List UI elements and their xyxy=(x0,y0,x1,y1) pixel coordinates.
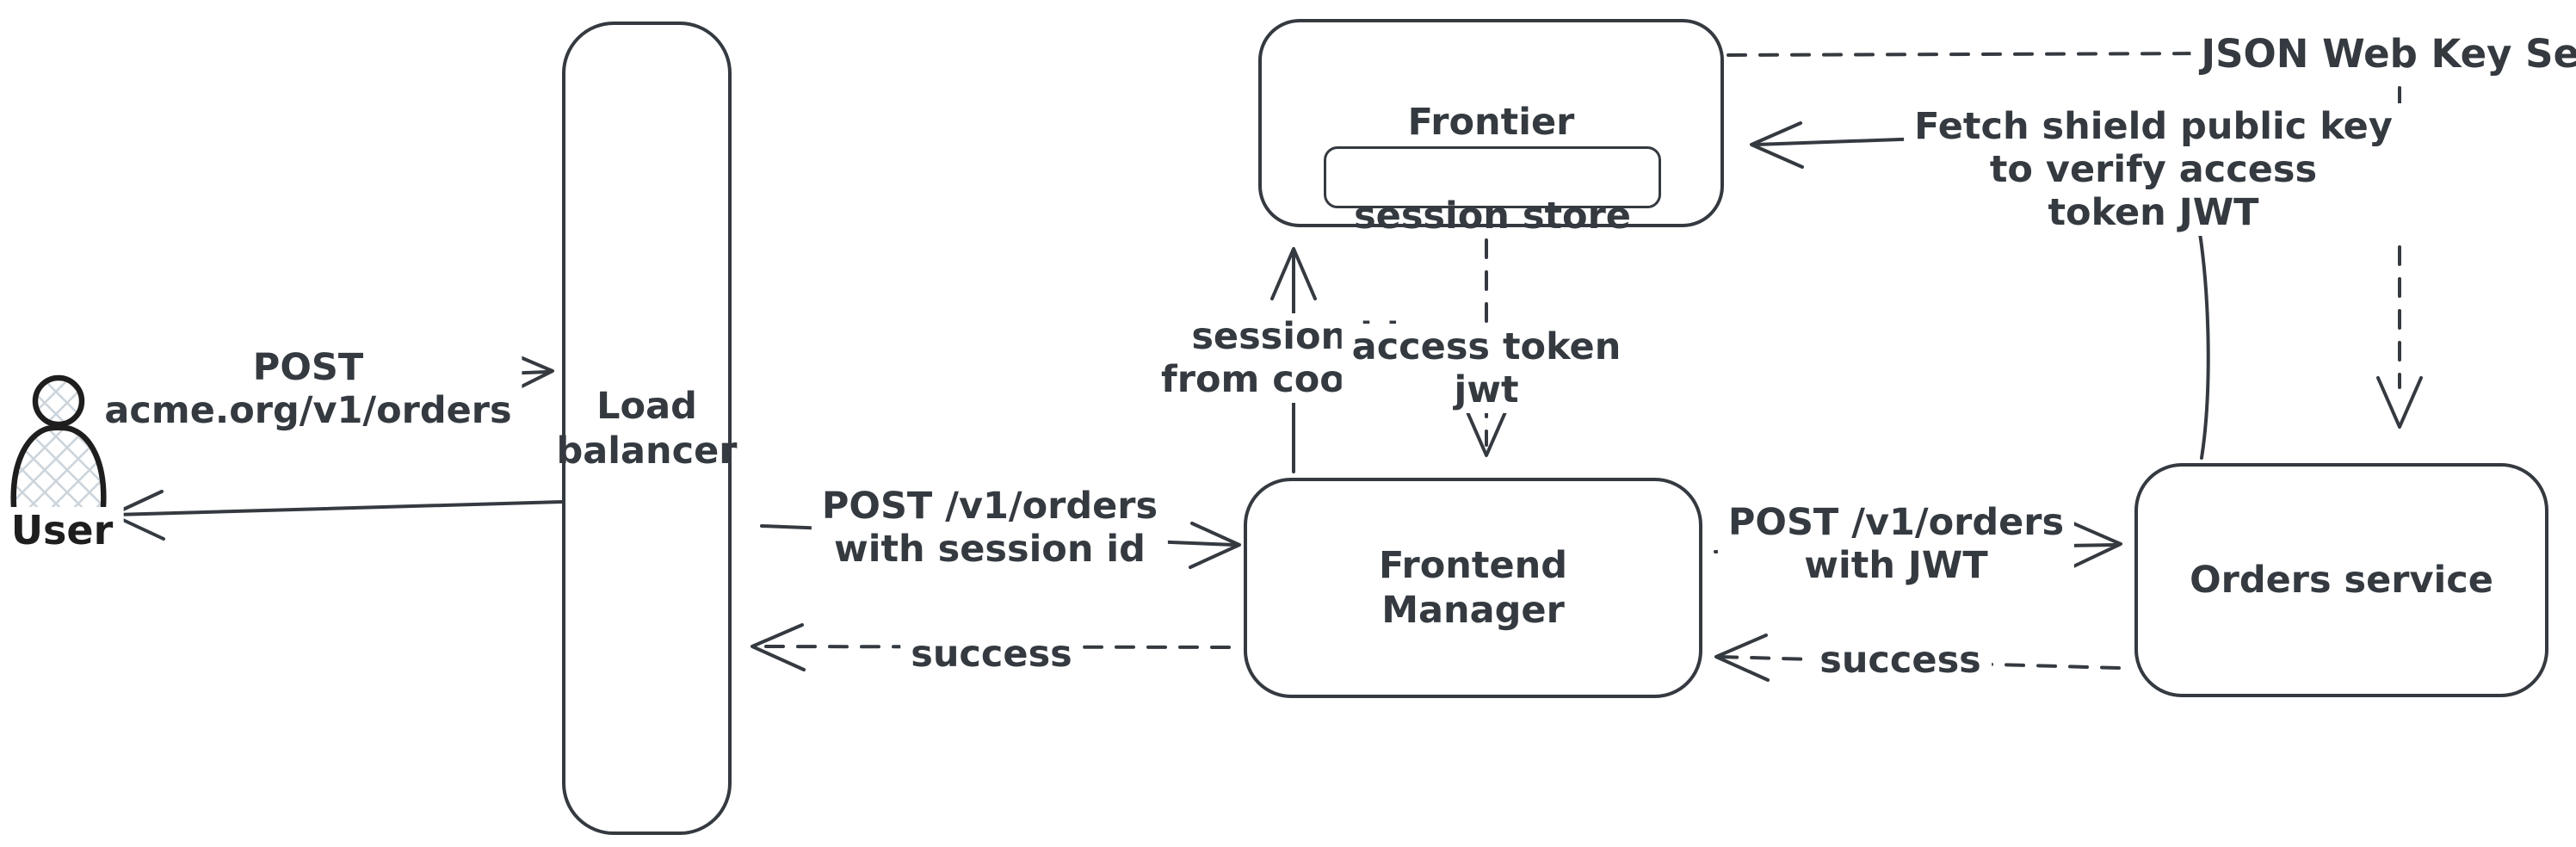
session-store-node: session store xyxy=(1324,146,1661,238)
line-frontier-to-jwks xyxy=(1727,52,2231,57)
label-json-web-key-set: JSON Web Key Set xyxy=(2190,31,2576,77)
frontier-node: Frontier session store xyxy=(1258,19,1724,238)
label-post-orders-jwt: POST /v1/orders with JWT xyxy=(1717,499,2075,589)
label-post-acme-orders-line2: acme.org/v1/orders xyxy=(104,389,512,432)
label-post-orders-session-id-line2: with session id xyxy=(834,528,1146,571)
label-access-token-jwt-line1: access token xyxy=(1351,325,1622,368)
line-orders-service-to-fetch-key xyxy=(2198,232,2210,460)
load-balancer-node: Load balancer xyxy=(556,22,738,835)
frontend-manager-label-line2: Manager xyxy=(1381,589,1565,632)
load-balancer-label-line1: Load xyxy=(596,384,697,428)
arrow-load-balancer-to-user xyxy=(110,490,564,541)
label-success-left: success xyxy=(900,631,1083,677)
label-post-orders-session-id: POST /v1/orders with session id xyxy=(811,483,1169,572)
load-balancer-label-line2: balancer xyxy=(556,429,738,473)
label-post-orders-jwt-line2: with JWT xyxy=(1804,544,1988,587)
label-access-token-jwt-line2: jwt xyxy=(1454,368,1519,411)
label-success-right: success xyxy=(1809,637,1992,683)
frontier-label: Frontier xyxy=(1407,101,1575,144)
label-post-acme-orders-line1: POST xyxy=(252,346,364,389)
label-fetch-shield-line3: token JWT xyxy=(2048,191,2259,234)
frontend-manager-label-line1: Frontend xyxy=(1378,544,1568,587)
label-fetch-shield-line2: to verify access xyxy=(1989,148,2318,191)
orders-service-node: Orders service xyxy=(2134,463,2548,697)
label-access-token-jwt: access token jwt xyxy=(1341,324,1632,413)
user-label: User xyxy=(0,507,124,553)
orders-service-label: Orders service xyxy=(2190,559,2493,602)
user-icon xyxy=(10,374,107,517)
frontend-manager-node: Frontend Manager xyxy=(1244,478,1702,698)
label-fetch-shield-public-key: Fetch shield public key to verify access… xyxy=(1904,103,2403,236)
label-post-orders-session-id-line1: POST /v1/orders xyxy=(821,485,1158,528)
session-store-label: session store xyxy=(1354,195,1631,238)
label-fetch-shield-line1: Fetch shield public key xyxy=(1914,105,2393,148)
label-post-orders-jwt-line1: POST /v1/orders xyxy=(1727,501,2065,544)
label-post-acme-orders: POST acme.org/v1/orders xyxy=(94,344,522,434)
